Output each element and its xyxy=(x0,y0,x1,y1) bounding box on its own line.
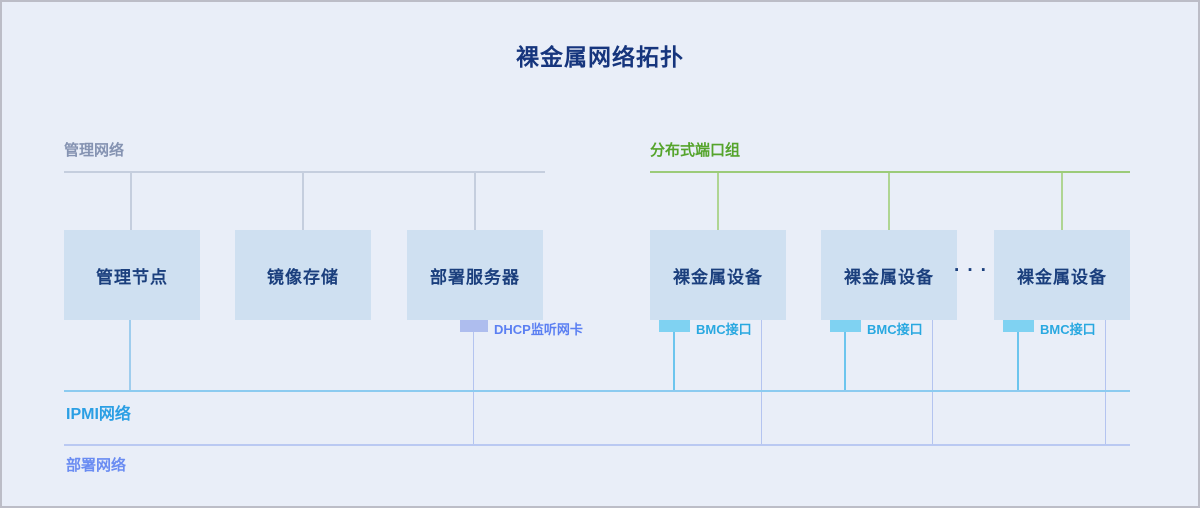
management-connector-3 xyxy=(474,173,476,230)
management-to-ipmi-connector xyxy=(129,320,131,391)
baremetal-to-deployment-connector-3 xyxy=(1105,320,1106,445)
dhcp-to-deployment-connector xyxy=(473,332,474,445)
port-group-connector-3 xyxy=(1061,173,1063,230)
management-connector-1 xyxy=(130,173,132,230)
node-deploy-server: 部署服务器 xyxy=(407,230,543,320)
port-group-connector-2 xyxy=(888,173,890,230)
bmc-tab-3 xyxy=(1003,320,1034,332)
node-baremetal-1-label: 裸金属设备 xyxy=(673,267,763,287)
node-baremetal-2-label: 裸金属设备 xyxy=(844,267,934,287)
node-image-storage: 镜像存储 xyxy=(235,230,371,320)
baremetal-to-deployment-connector-1 xyxy=(761,320,762,445)
dhcp-nic-tab xyxy=(460,320,488,332)
dhcp-nic-label: DHCP监听网卡 xyxy=(494,322,583,337)
bmc-label-2: BMC接口 xyxy=(867,322,923,337)
more-devices-ellipsis: ··· xyxy=(954,260,994,281)
management-connector-2 xyxy=(302,173,304,230)
bmc-to-ipmi-connector-3 xyxy=(1017,332,1019,391)
node-baremetal-3: 裸金属设备 xyxy=(994,230,1130,320)
node-management-label: 管理节点 xyxy=(96,267,168,287)
bmc-to-ipmi-connector-2 xyxy=(844,332,846,391)
node-baremetal-2: 裸金属设备 xyxy=(821,230,957,320)
baremetal-to-deployment-connector-2 xyxy=(932,320,933,445)
bmc-label-3: BMC接口 xyxy=(1040,322,1096,337)
node-baremetal-1: 裸金属设备 xyxy=(650,230,786,320)
node-image-storage-label: 镜像存储 xyxy=(267,267,339,287)
node-baremetal-3-label: 裸金属设备 xyxy=(1017,267,1107,287)
distributed-port-group-label: 分布式端口组 xyxy=(650,142,741,159)
bmc-to-ipmi-connector-1 xyxy=(673,332,675,391)
node-deploy-server-label: 部署服务器 xyxy=(430,267,520,287)
distributed-port-group-line xyxy=(650,171,1130,173)
diagram-title: 裸金属网络拓扑 xyxy=(516,44,684,70)
ipmi-network-line xyxy=(64,390,1130,392)
management-network-line xyxy=(64,171,545,173)
node-management: 管理节点 xyxy=(64,230,200,320)
management-network-label: 管理网络 xyxy=(64,142,125,159)
ipmi-network-label: IPMI网络 xyxy=(66,406,131,423)
deployment-network-label: 部署网络 xyxy=(66,457,127,474)
bmc-tab-2 xyxy=(830,320,861,332)
bmc-tab-1 xyxy=(659,320,690,332)
port-group-connector-1 xyxy=(717,173,719,230)
bmc-label-1: BMC接口 xyxy=(696,322,752,337)
deployment-network-line xyxy=(64,444,1130,446)
